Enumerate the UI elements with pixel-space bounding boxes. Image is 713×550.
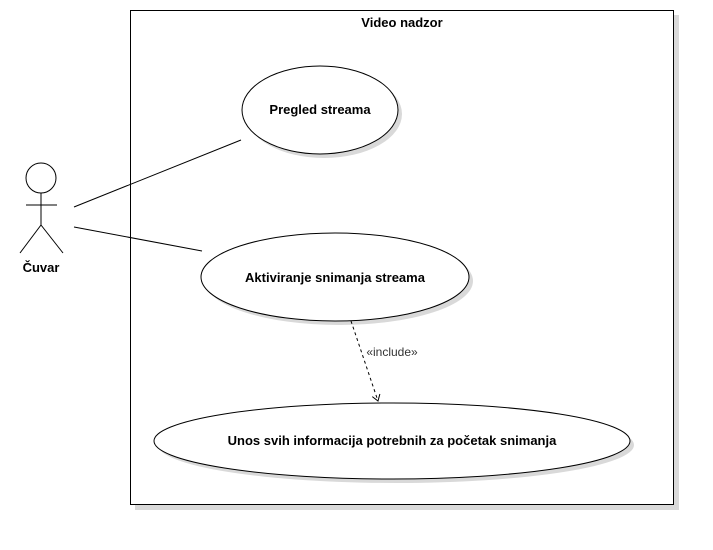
use-case-aktiviranje-snimanja[interactable]: Aktiviranje snimanja streama [200,232,473,325]
use-case-ellipse [241,65,399,155]
association-pregled[interactable] [73,139,242,208]
actor-head [25,162,57,194]
system-title: Video nadzor [361,15,442,30]
actor-name: Čuvar [23,260,60,275]
include-dependency[interactable]: «include» [350,320,418,402]
actor-right-leg [40,224,64,254]
actor-cuvar[interactable]: Čuvar [19,162,64,275]
actor-left-leg [19,224,42,254]
use-case-ellipse [153,402,631,480]
include-label: «include» [366,345,418,359]
use-case-label: Aktiviranje snimanja streama [245,270,426,285]
use-case-ellipse [200,232,470,322]
include-arrow [350,320,381,402]
use-case-pregled-streama[interactable]: Pregled streama [241,65,402,158]
association-aktiviranje[interactable] [73,226,203,252]
use-case-label: Pregled streama [269,102,371,117]
use-case-label: Unos svih informacija potrebnih za počet… [228,433,557,448]
use-case-unos-informacija[interactable]: Unos svih informacija potrebnih za počet… [153,402,634,483]
